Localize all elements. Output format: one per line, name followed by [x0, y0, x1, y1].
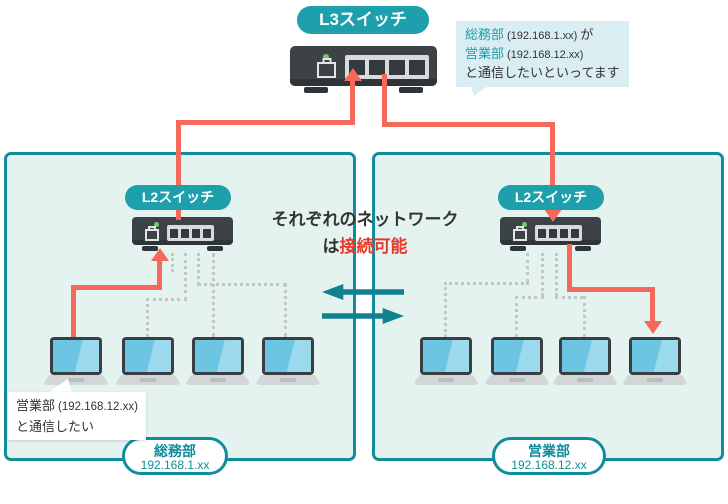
note-line2: 営業部(192.168.12.xx)	[465, 46, 584, 61]
flow-line-segment	[157, 260, 162, 290]
port-icon	[369, 59, 385, 75]
port-icon	[170, 228, 178, 238]
zone-name: 営業部	[528, 443, 570, 459]
dotted-link-segment	[284, 283, 287, 337]
flow-line-segment	[71, 285, 162, 290]
dotted-link-segment	[146, 298, 187, 301]
flow-line-segment	[71, 285, 76, 337]
caption-line2: は接続可能	[322, 237, 408, 256]
flow-arrowhead-up	[151, 248, 169, 261]
ethernet-port-icon	[513, 229, 527, 241]
flow-line-segment	[382, 74, 387, 127]
dotted-link-segment	[555, 253, 558, 296]
port-icon	[560, 228, 568, 238]
dotted-link-segment	[526, 253, 529, 282]
flow-line-segment	[650, 287, 655, 322]
switch-foot	[304, 87, 328, 93]
flow-line-segment	[567, 244, 572, 292]
port-icon	[181, 228, 189, 238]
top-note-bubble: 総務部(192.168.1.xx)が 営業部(192.168.12.xx) と通…	[456, 21, 629, 87]
l2-switch-label-right: L2スイッチ	[498, 185, 604, 210]
laptop-icon	[186, 337, 250, 385]
note-line3: と通信したいといってます	[465, 65, 620, 80]
port-group	[167, 225, 214, 241]
dotted-link-segment	[146, 298, 149, 337]
note-bubble-tail	[470, 83, 492, 96]
dotted-link-segment	[212, 253, 215, 337]
switch-foot	[399, 87, 423, 93]
flow-line-segment	[176, 120, 181, 220]
laptop-icon	[485, 337, 549, 385]
dotted-link-segment	[555, 296, 583, 299]
ethernet-port-icon	[317, 62, 336, 78]
led-icon	[522, 222, 527, 227]
laptop-icon	[414, 337, 478, 385]
flow-line-segment	[550, 122, 555, 210]
port-icon	[549, 228, 557, 238]
dotted-link-segment	[515, 296, 518, 337]
zone-name: 総務部	[154, 443, 196, 459]
port-icon	[538, 228, 546, 238]
flow-arrowhead-down	[544, 209, 562, 222]
led-icon	[154, 222, 159, 227]
port-icon	[203, 228, 211, 238]
request-line1: 営業部(192.168.12.xx)	[16, 398, 138, 413]
flow-line-segment	[176, 120, 355, 125]
dotted-link-segment	[197, 253, 200, 285]
l2-switch-icon-right	[500, 217, 601, 253]
port-icon	[389, 59, 405, 75]
port-icon	[571, 228, 579, 238]
dotted-link-segment	[171, 253, 174, 272]
dotted-link-segment	[184, 253, 187, 300]
zone-label-eigyo: 営業部 192.168.12.xx	[492, 437, 606, 475]
laptop-icon	[116, 337, 180, 385]
dotted-link-segment	[444, 282, 529, 285]
switch-foot	[207, 246, 223, 251]
l2-switch-label-left: L2スイッチ	[125, 185, 231, 210]
center-caption: それぞれのネットワーク は接続可能	[244, 206, 486, 260]
zone-label-soumu: 総務部 192.168.1.xx	[122, 437, 228, 475]
dotted-link-segment	[583, 296, 586, 337]
l3-switch-label: L3スイッチ	[297, 6, 429, 34]
laptop-icon	[623, 337, 687, 385]
dotted-link-segment	[541, 253, 544, 296]
flow-line-segment	[350, 79, 355, 125]
port-icon	[192, 228, 200, 238]
flow-line-segment	[382, 122, 555, 127]
flow-arrowhead-up	[344, 68, 362, 81]
flow-arrowhead-down	[644, 321, 662, 334]
dotted-link-segment	[444, 282, 447, 337]
note-line1: 総務部(192.168.1.xx)が	[465, 27, 594, 42]
laptop-icon	[553, 337, 617, 385]
laptop-icon	[256, 337, 320, 385]
port-group	[535, 225, 582, 241]
request-line2: と通信したい	[16, 419, 95, 434]
port-icon	[409, 59, 425, 75]
switch-foot	[142, 246, 158, 251]
laptop-icon	[44, 337, 108, 385]
dotted-link-segment	[197, 283, 287, 286]
l2-switch-icon-left	[132, 217, 233, 253]
led-icon	[323, 54, 329, 60]
ethernet-port-icon	[145, 229, 159, 241]
caption-line1: それぞれのネットワーク	[271, 210, 459, 229]
zone-subnet: 192.168.1.xx	[140, 458, 210, 472]
flow-line-segment	[567, 287, 655, 292]
dotted-link-segment	[515, 296, 544, 299]
caption-emphasis: 接続可能	[339, 237, 408, 256]
switch-foot	[575, 246, 591, 251]
request-bubble: 営業部(192.168.12.xx) と通信したい	[8, 392, 146, 440]
l3-switch-icon	[290, 46, 437, 94]
zone-subnet: 192.168.12.xx	[511, 458, 587, 472]
switch-foot	[510, 246, 526, 251]
